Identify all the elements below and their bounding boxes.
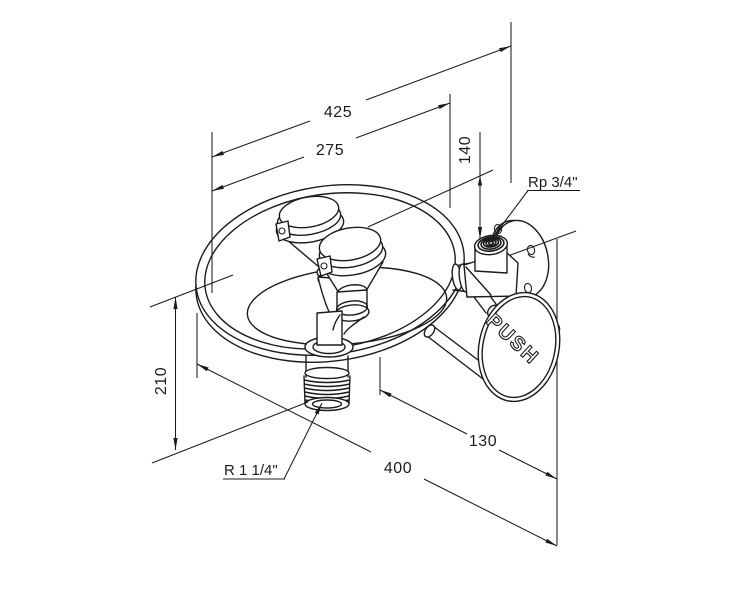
label-drain-thread: R 1 1/4": [223, 402, 323, 480]
ref-line-210-bottom: [151, 401, 309, 464]
dim-400-text: 400: [384, 460, 412, 477]
dim-425: 425: [211, 45, 512, 158]
dim-140: 140: [457, 132, 483, 239]
dim-130: 130: [379, 389, 558, 480]
dim-210-text: 210: [153, 367, 170, 395]
right-head-cap: [318, 226, 382, 262]
spray-heads: [275, 195, 387, 358]
dim-140-text: 140: [457, 136, 474, 164]
push-plate: PUSH: [477, 291, 561, 403]
dim-425-text: 425: [324, 104, 352, 121]
label-inlet-thread: Rp 3/4": [493, 174, 580, 237]
inlet-thread-text: Rp 3/4": [528, 174, 578, 191]
dim-275-text: 275: [316, 142, 344, 159]
dim-275: 275: [211, 102, 451, 192]
ref-line-210-top: [149, 274, 234, 308]
right-cap-clip: [316, 255, 333, 277]
ref-line-rim-plane: [367, 169, 494, 228]
dimension-annotations: 425 275 140 210 400 130: [149, 22, 580, 547]
left-cap-clip: [275, 220, 291, 242]
dim-130-text: 130: [469, 433, 497, 450]
dim-210: 210: [153, 297, 178, 450]
center-stem: [304, 310, 365, 358]
drain-pipe: [303, 355, 351, 412]
dim-400: 400: [196, 363, 558, 547]
left-head-cap: [278, 195, 340, 229]
drain-thread-text: R 1 1/4": [224, 462, 278, 479]
inlet-thread-port: [473, 234, 509, 274]
